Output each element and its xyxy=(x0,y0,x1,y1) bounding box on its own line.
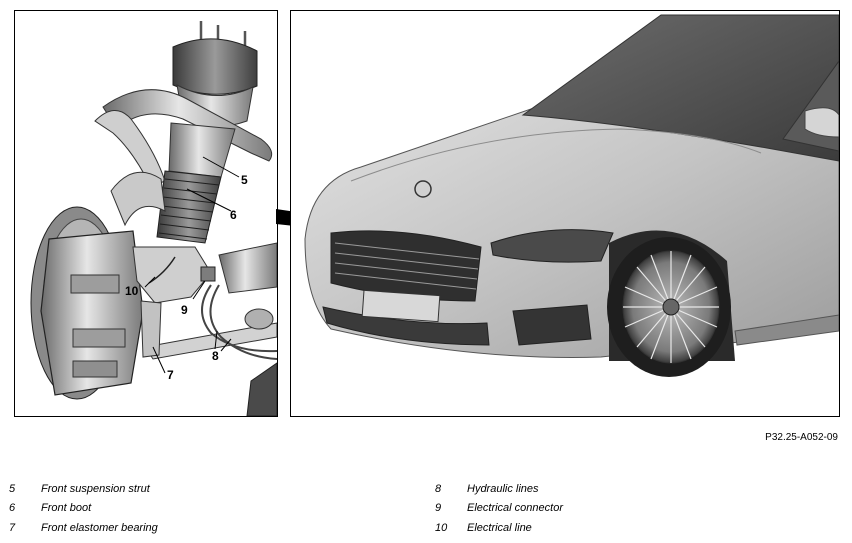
strut-detail-panel: 5 6 7 8 9 10 xyxy=(14,10,278,417)
vehicle-illustration xyxy=(304,14,839,377)
strut-illustration xyxy=(30,21,277,416)
legend-number: 9 xyxy=(435,502,442,514)
legend-text: Hydraulic lines xyxy=(467,483,539,495)
callout-6: 6 xyxy=(230,208,237,222)
legend-text: Front boot xyxy=(41,502,92,514)
callout-8: 8 xyxy=(212,349,219,363)
legend-text: Front elastomer bearing xyxy=(41,522,158,534)
callout-5: 5 xyxy=(241,173,248,187)
legend-text: Electrical line xyxy=(467,522,532,534)
callout-7: 7 xyxy=(167,368,174,382)
vehicle-panel xyxy=(290,10,840,417)
legend-number: 10 xyxy=(435,522,448,534)
figure-code: P32.25-A052-09 xyxy=(765,432,838,443)
legend-text: Electrical connector xyxy=(467,502,563,514)
legend-text: Front suspension strut xyxy=(41,483,150,495)
callout-9: 9 xyxy=(181,303,188,317)
legend-number: 7 xyxy=(9,522,16,534)
legend-number: 5 xyxy=(9,483,16,495)
callout-10: 10 xyxy=(125,284,139,298)
legend-number: 8 xyxy=(435,483,442,495)
legend-number: 6 xyxy=(9,502,16,514)
